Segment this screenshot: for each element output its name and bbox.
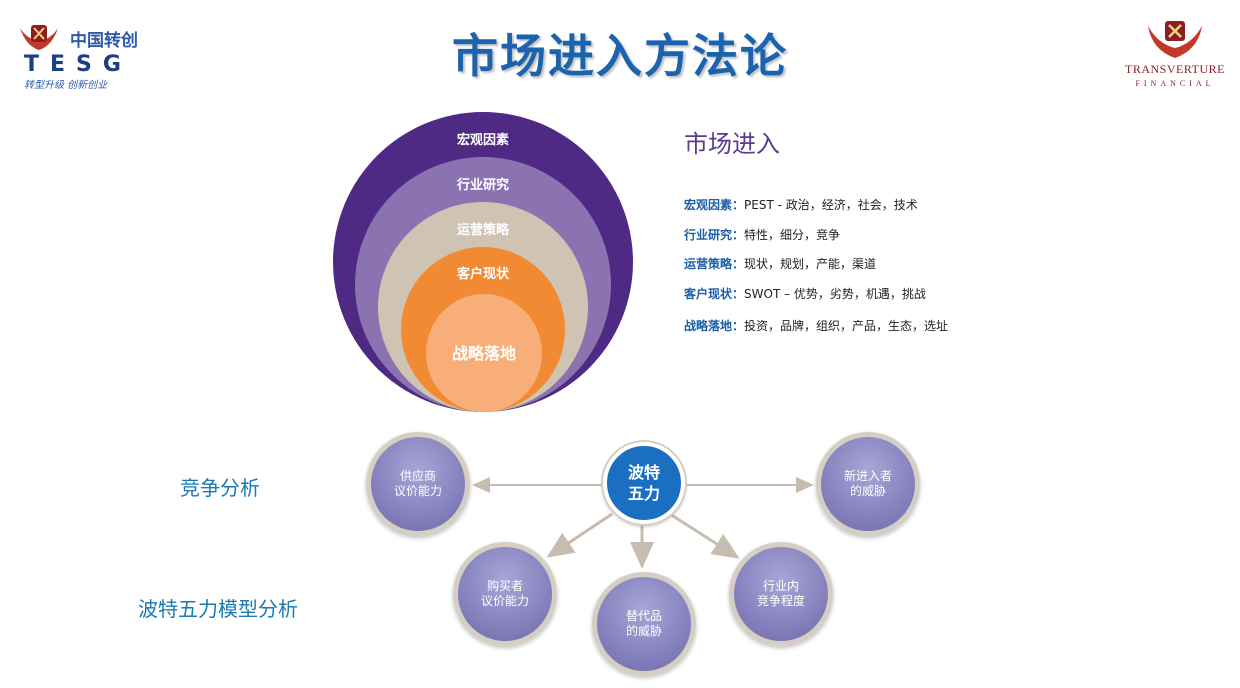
force-new-entrants: 新进入者 的威胁 [816, 432, 920, 536]
logo-right-sub: FINANCIAL [1135, 79, 1215, 88]
logo-right-name: TRANSVERTURE [1125, 62, 1225, 76]
definition-customer: 客户现状：SWOT – 优势，劣势，机遇，挑战 [684, 285, 926, 302]
definition-term: 宏观因素： [684, 198, 745, 212]
definition-term: 客户现状： [684, 287, 745, 301]
porter-five-forces-center: 波特 五力 [603, 442, 685, 524]
definition-macro: 宏观因素：PEST - 政治，经济，社会，技术 [684, 196, 918, 213]
force-label: 替代品 的威胁 [625, 609, 662, 638]
porter-analysis-label: 波特五力模型分析 [138, 597, 298, 621]
definition-strategy: 战略落地：投资，品牌，组织，产品，生态，选址 [684, 317, 948, 334]
force-label: 供应商 议价能力 [393, 469, 442, 498]
arrow-to-buyers [546, 512, 613, 558]
crest-icon [20, 25, 58, 50]
ring-label-macro: 宏观因素 [456, 133, 509, 148]
logo-cn-name: 中国转创 [70, 31, 138, 51]
market-entry-heading: 市场进入 [684, 130, 780, 158]
definition-term: 运营策略： [684, 257, 745, 271]
force-label: 购买者 议价能力 [480, 579, 529, 608]
ring-label-strategy: 战略落地 [451, 344, 516, 363]
laurel-crest-icon [1148, 21, 1202, 58]
market-entry-diagram: 宏观因素 行业研究 运营策略 客户现状 战略落地 [333, 112, 633, 412]
definition-industry: 行业研究：特性，细分，竞争 [684, 226, 840, 243]
force-rivalry: 行业内 竞争程度 [729, 542, 833, 646]
page-title: 市场进入方法论 [452, 29, 788, 83]
force-label: 新进入者 的威胁 [843, 469, 892, 498]
transverture-logo: TRANSVERTURE FINANCIAL [1120, 18, 1230, 98]
logo-slogan: 转型升级 创新创业 [24, 80, 108, 91]
ring-label-operations: 运营策略 [456, 223, 509, 238]
ring-strategy: 战略落地 [426, 294, 542, 412]
arrow-to-rivalry [669, 512, 740, 559]
porter-center-label: 波特 五力 [627, 463, 660, 503]
ring-label-industry: 行业研究 [456, 178, 509, 193]
force-suppliers: 供应商 议价能力 [366, 432, 470, 536]
definition-desc: 特性，细分，竞争 [744, 228, 841, 242]
definition-operations: 运营策略：现状，规划，产能，渠道 [684, 255, 876, 272]
logo-name: TESG [24, 52, 132, 77]
definition-term: 行业研究： [684, 228, 745, 242]
force-label: 行业内 竞争程度 [756, 579, 805, 608]
definition-desc: 现状，规划，产能，渠道 [744, 257, 877, 271]
definition-desc: SWOT – 优势，劣势，机遇，挑战 [744, 287, 926, 301]
force-substitutes: 替代品 的威胁 [592, 572, 696, 676]
force-buyers: 购买者 议价能力 [453, 542, 557, 646]
competition-analysis-label: 竞争分析 [180, 476, 260, 500]
definition-desc: PEST - 政治，经济，社会，技术 [744, 198, 918, 212]
definition-desc: 投资，品牌，组织，产品，生态，选址 [744, 319, 949, 333]
ring-label-customer: 客户现状 [456, 267, 509, 282]
tesg-logo: 中国转创 TESG 转型升级 创新创业 [16, 22, 166, 92]
definition-term: 战略落地： [684, 319, 745, 333]
